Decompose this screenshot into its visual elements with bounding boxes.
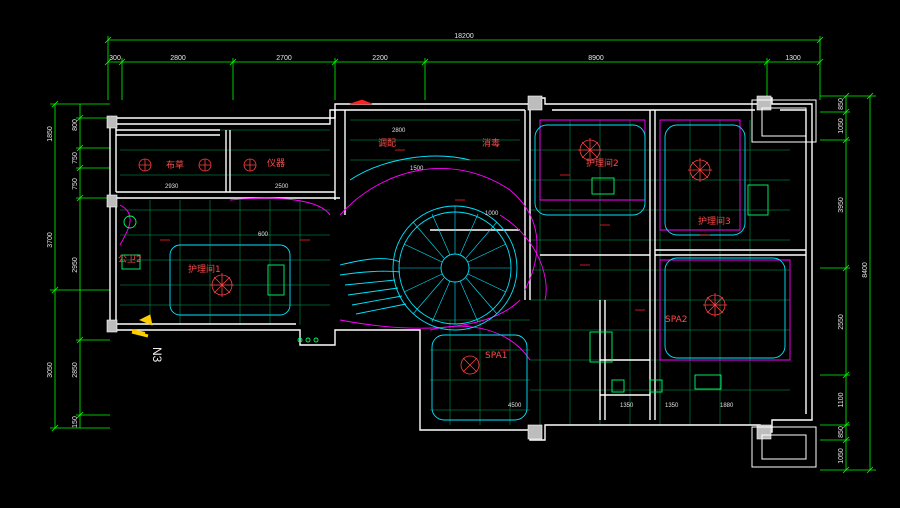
dim-left-top: 1850 — [47, 126, 54, 142]
dim-top-2: 2800 — [170, 55, 186, 62]
dim-right-outer: 8400 — [862, 262, 869, 278]
annotation-marks — [131, 99, 710, 351]
dim-right-2: 1050 — [838, 118, 845, 134]
ceiling-light-icon — [138, 138, 727, 375]
room-label-spa2: SPA2 — [665, 315, 687, 325]
room-outlines — [169, 124, 786, 421]
dim-top-1: 300 — [109, 55, 121, 62]
inner-dim: 1350 — [620, 403, 634, 409]
room-label-tiaopei: 调配 — [378, 138, 396, 149]
room-label-yiqi: 仪器 — [267, 158, 285, 169]
inner-dim: 1350 — [665, 403, 679, 409]
dim-left-inner-4: 2950 — [72, 257, 79, 273]
dim-left-inner-2: 750 — [72, 152, 79, 164]
inner-dim: 1000 — [485, 211, 499, 217]
dim-right-1: 850 — [838, 98, 845, 110]
room-label-gongwei2: 公卫2 — [118, 254, 142, 265]
dim-top-5: 8900 — [588, 55, 604, 62]
dim-top-4: 2200 — [372, 55, 388, 62]
dim-right-7: 1050 — [838, 448, 845, 464]
dim-overall-top: 18200 — [454, 33, 474, 40]
inner-dim: 1500 — [410, 166, 424, 172]
dimension-lines — [50, 36, 876, 474]
north-arrow-icon: N3 — [131, 330, 164, 363]
dimension-text: 18200 300 2800 2700 2200 8900 1300 3700 … — [47, 33, 869, 464]
dim-top-6: 1300 — [785, 55, 801, 62]
dim-left-inner-6: 150 — [72, 416, 79, 428]
dim-right-4: 2550 — [838, 314, 845, 330]
dim-left-inner-5: 2850 — [72, 362, 79, 378]
furniture — [121, 177, 769, 393]
room-label-huli3: 护理间3 — [698, 215, 731, 227]
dim-right-6: 850 — [838, 426, 845, 438]
columns — [106, 95, 772, 440]
inner-dim: 1880 — [720, 403, 734, 409]
inner-dim: 600 — [258, 232, 269, 238]
dim-left-outer-1: 3700 — [47, 232, 54, 248]
inner-dim: 4500 — [508, 403, 522, 409]
inner-dimensions: 2930 2500 1500 1000 2800 4500 1880 1350 … — [165, 128, 734, 409]
inner-dim: 2500 — [275, 184, 289, 190]
north-label: N3 — [150, 347, 164, 363]
room-label-huli1: 护理间1 — [188, 263, 221, 275]
dim-left-outer-2: 3050 — [47, 362, 54, 378]
dim-right-5: 1100 — [838, 392, 845, 407]
dim-top-3: 2700 — [276, 55, 292, 62]
room-label-huli2: 护理间2 — [586, 157, 619, 169]
room-label-spa1: SPA1 — [485, 351, 507, 361]
balconies — [751, 99, 817, 468]
room-label-xiaodu: 消毒 — [482, 137, 500, 149]
room-labels: 布草 仪器 调配 消毒 护理间2 护理间3 护理间1 公卫2 SPA1 SPA2 — [118, 137, 731, 361]
dim-right-3: 3950 — [838, 197, 845, 213]
inner-dim: 2930 — [165, 184, 179, 190]
inner-dim: 2800 — [392, 128, 406, 134]
dim-left-inner-1: 800 — [72, 119, 79, 131]
room-label-bubu: 布草 — [166, 159, 184, 171]
dim-left-inner-3: 750 — [72, 178, 79, 190]
spiral-stair-icon — [339, 205, 518, 331]
